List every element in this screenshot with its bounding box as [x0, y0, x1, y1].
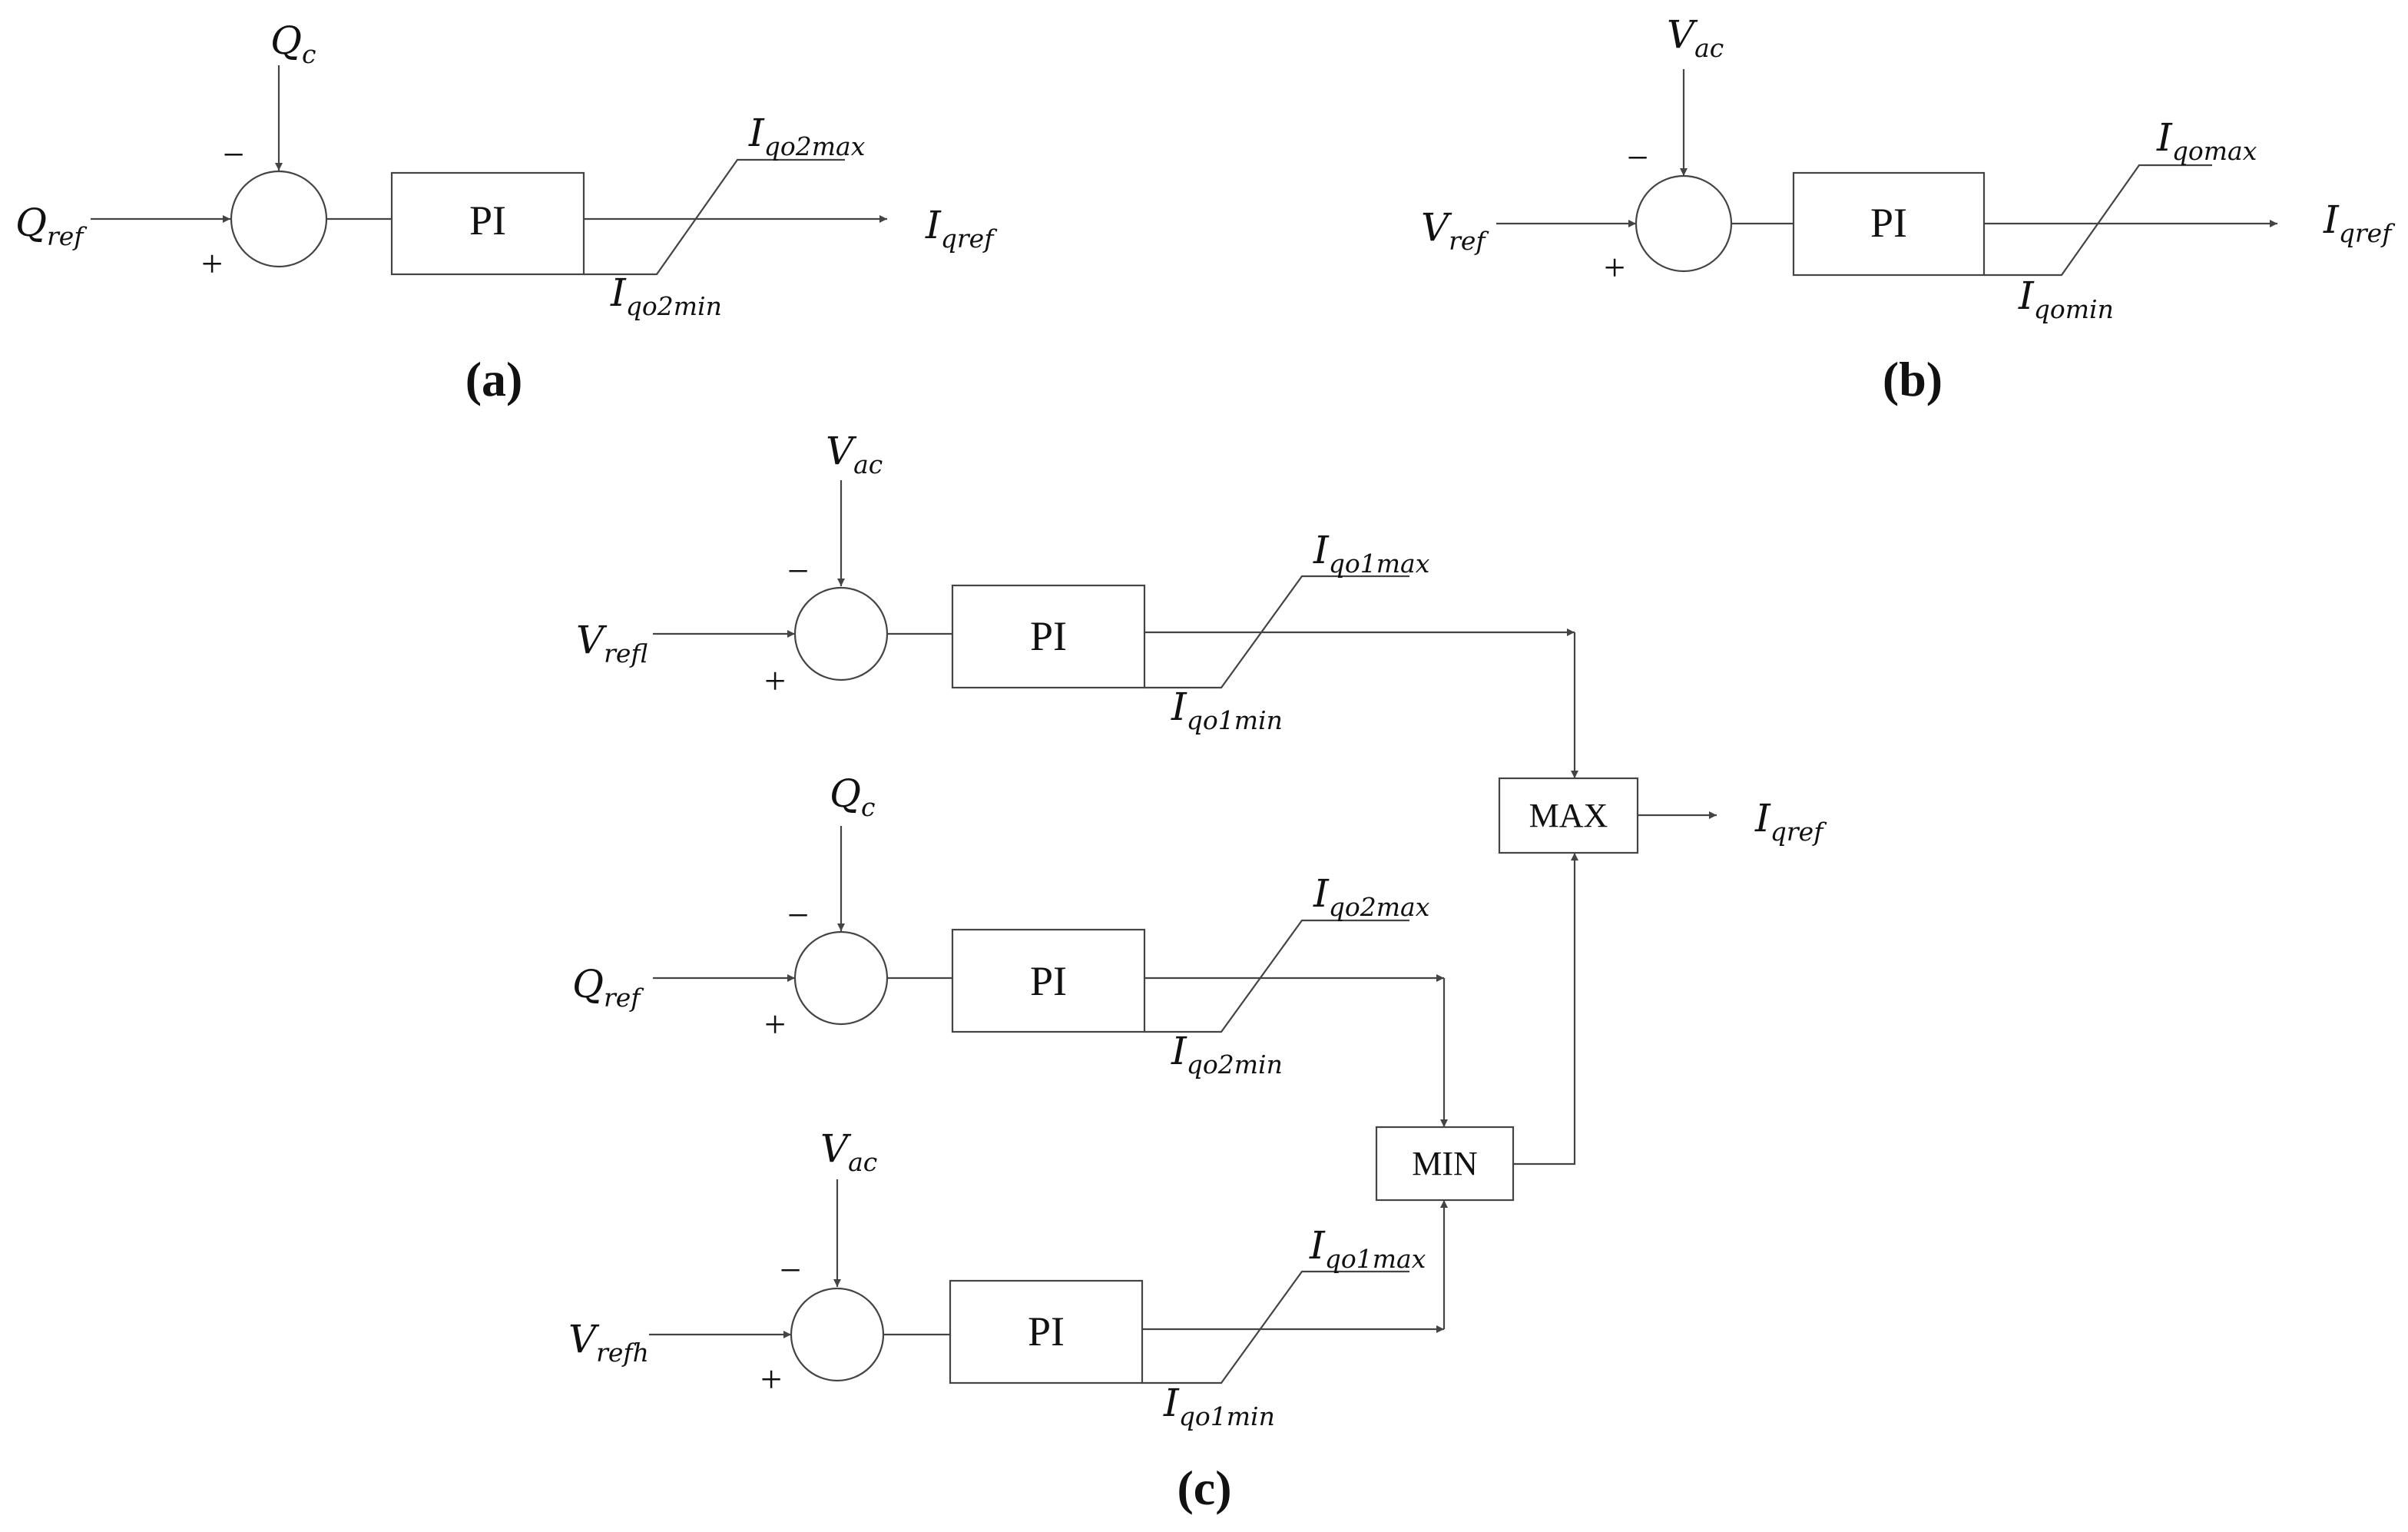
vac-feedback-label: Vac — [820, 1126, 877, 1177]
upper-limit-label: Iqo1max — [1309, 1223, 1426, 1274]
summing-junction — [230, 170, 328, 268]
limiter-symbol — [1144, 919, 1409, 1033]
pi-block — [951, 584, 1146, 689]
limiter-symbol — [584, 158, 845, 276]
plus-sign: + — [764, 1003, 786, 1046]
qref-input-label: Qref — [572, 962, 644, 1013]
pi-block — [390, 171, 585, 276]
summing-junction — [793, 930, 889, 1026]
pi-block-label: PI — [469, 197, 506, 244]
panel-a: PI Qref Qc Iqo2max Iqo2min Iqref − + (a) — [15, 18, 998, 406]
pi-block-label: PI — [1028, 1308, 1065, 1355]
loop-qref: PI Qref Qc Iqo2max Iqo2min − + — [572, 771, 1444, 1079]
min-block — [1375, 1126, 1515, 1202]
qc-feedback-label: Qc — [270, 18, 316, 69]
vrefh-input-label: Vrefh — [568, 1317, 649, 1368]
lower-limit-label: Iqo1min — [1171, 685, 1283, 735]
minus-sign: − — [780, 1248, 801, 1292]
summing-junction — [793, 586, 889, 681]
loop-vrefl: PI Vrefl Vac Iqo1max Iqo1min − + — [576, 429, 1575, 735]
upper-limit-label: Iqo2max — [1313, 871, 1430, 922]
summing-junction — [1635, 174, 1733, 273]
panel-c: PI Vrefl Vac Iqo1max Iqo1min − + PI Qref… — [568, 429, 1827, 1515]
limiter-symbol — [1142, 1270, 1409, 1384]
qc-feedback-label: Qc — [830, 771, 875, 822]
upper-limit-label: Iqo1max — [1313, 528, 1430, 579]
lower-limit-label: Iqo1min — [1163, 1381, 1275, 1431]
min-block-label: MIN — [1412, 1145, 1478, 1182]
minus-sign: − — [1627, 136, 1648, 179]
panel-b: PI Vref Vac Iqomax Iqomin Iqref − + (b) — [1421, 12, 2396, 406]
caption-b: (b) — [1883, 352, 1943, 406]
minus-sign: − — [223, 133, 244, 176]
loop-vrefh: PI Vrefh Vac Iqo1max Iqo1min − + — [568, 1126, 1444, 1431]
caption-c: (c) — [1177, 1461, 1231, 1515]
min-to-max-arrow — [1513, 853, 1578, 1166]
pi-block — [949, 1279, 1144, 1384]
max-block-label: MAX — [1529, 797, 1608, 834]
minus-sign: − — [787, 894, 809, 937]
max-block — [1498, 777, 1639, 854]
plus-sign: + — [1604, 246, 1625, 289]
pi-block — [951, 928, 1146, 1033]
iqref-output-label: Iqref — [2323, 197, 2396, 248]
plus-sign: + — [764, 659, 786, 702]
plus-sign: + — [201, 242, 223, 285]
limiter-symbol — [1984, 164, 2212, 277]
vrefl-input-label: Vrefl — [576, 618, 648, 668]
iqref-output-label: Iqref — [1754, 796, 1827, 847]
lower-limit-label: Iqo2min — [610, 270, 722, 321]
iqref-output-label: Iqref — [925, 203, 998, 254]
limiter-symbol — [1144, 575, 1409, 689]
vac-feedback-label: Vac — [826, 429, 883, 479]
minus-sign: − — [787, 549, 809, 592]
lower-limit-label: Iqomin — [2018, 274, 2114, 324]
pi-block-label: PI — [1030, 613, 1067, 659]
vac-feedback-label: Vac — [1667, 12, 1724, 63]
upper-limit-label: Iqo2max — [748, 111, 866, 161]
plus-sign: + — [760, 1358, 782, 1401]
summing-junction — [790, 1287, 885, 1382]
pi-block — [1792, 171, 1986, 277]
pi-block-label: PI — [1870, 200, 1907, 246]
qref-input-label: Qref — [15, 201, 88, 251]
vref-input-label: Vref — [1421, 205, 1489, 256]
lower-limit-label: Iqo2min — [1171, 1029, 1283, 1079]
upper-limit-label: Iqomax — [2156, 115, 2257, 166]
caption-a: (a) — [465, 352, 523, 406]
pi-block-label: PI — [1030, 958, 1067, 1004]
